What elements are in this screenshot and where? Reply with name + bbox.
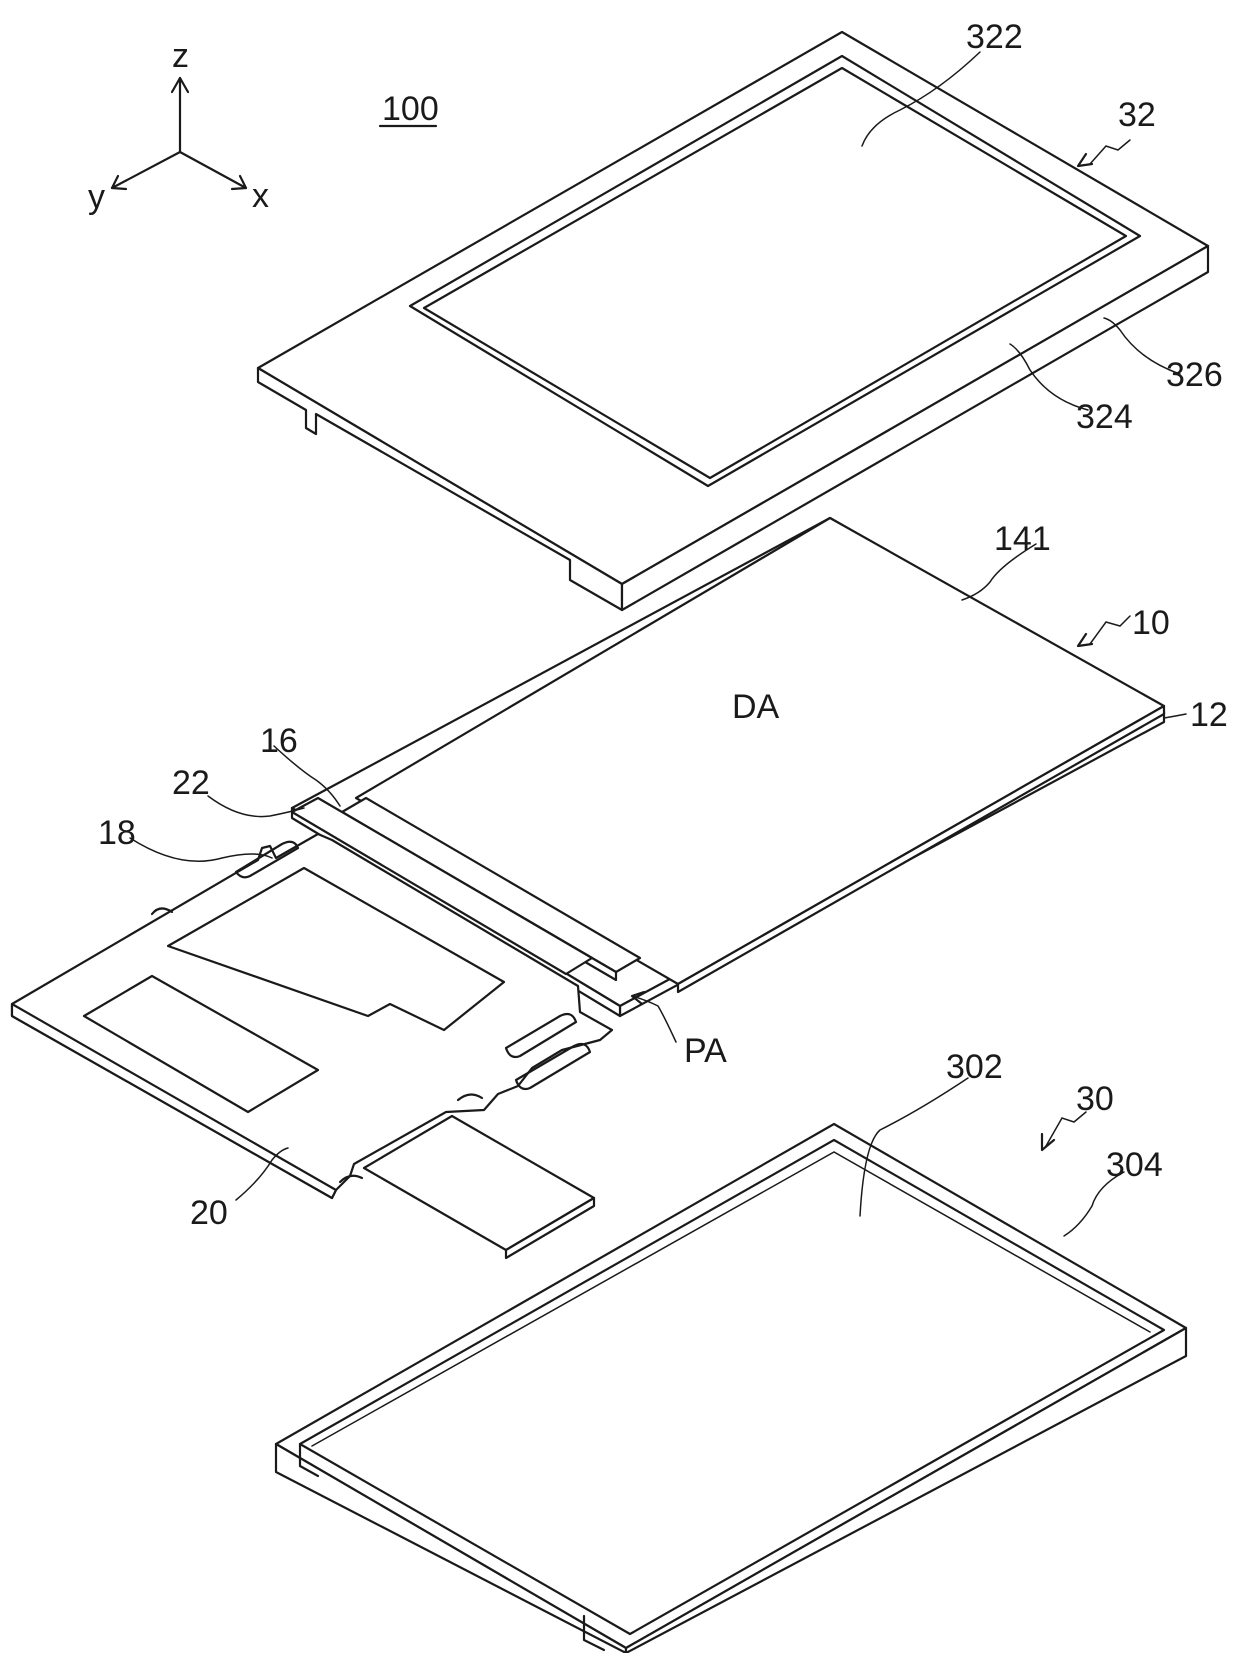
label-da: DA [732,688,780,726]
assembly-reference: 100 [380,90,439,128]
leader-12 [1164,714,1186,718]
y-axis-line [112,152,180,188]
assembly-label: 100 [382,90,439,128]
label-322: 322 [966,18,1023,56]
leader-18 [130,838,272,861]
x-axis-label: x [252,177,269,215]
leader-10-arrowhead [1078,634,1092,646]
x-axis-line [180,152,246,188]
label-32: 32 [1118,96,1156,134]
leader-32-arrowhead [1078,154,1092,166]
frame-floor [300,1140,1164,1634]
label-326: 326 [1166,356,1223,394]
label-304: 304 [1106,1146,1163,1184]
frame-30 [276,1124,1186,1653]
leader-10 [1090,616,1130,644]
y-axis-label: y [88,178,105,216]
label-324: 324 [1076,398,1133,436]
label-16: 16 [260,722,298,760]
label-22: 22 [172,764,210,802]
leader-22 [208,796,304,817]
label-20: 20 [190,1194,228,1232]
label-pa: PA [684,1032,727,1070]
z-axis-label: z [172,37,189,75]
label-12: 12 [1190,696,1228,734]
label-30: 30 [1076,1080,1114,1118]
label-18: 18 [98,814,136,852]
label-302: 302 [946,1048,1003,1086]
label-10: 10 [1132,604,1170,642]
leader-32 [1090,140,1130,164]
label-141: 141 [994,520,1051,558]
coordinate-axes: z y x [88,37,269,216]
